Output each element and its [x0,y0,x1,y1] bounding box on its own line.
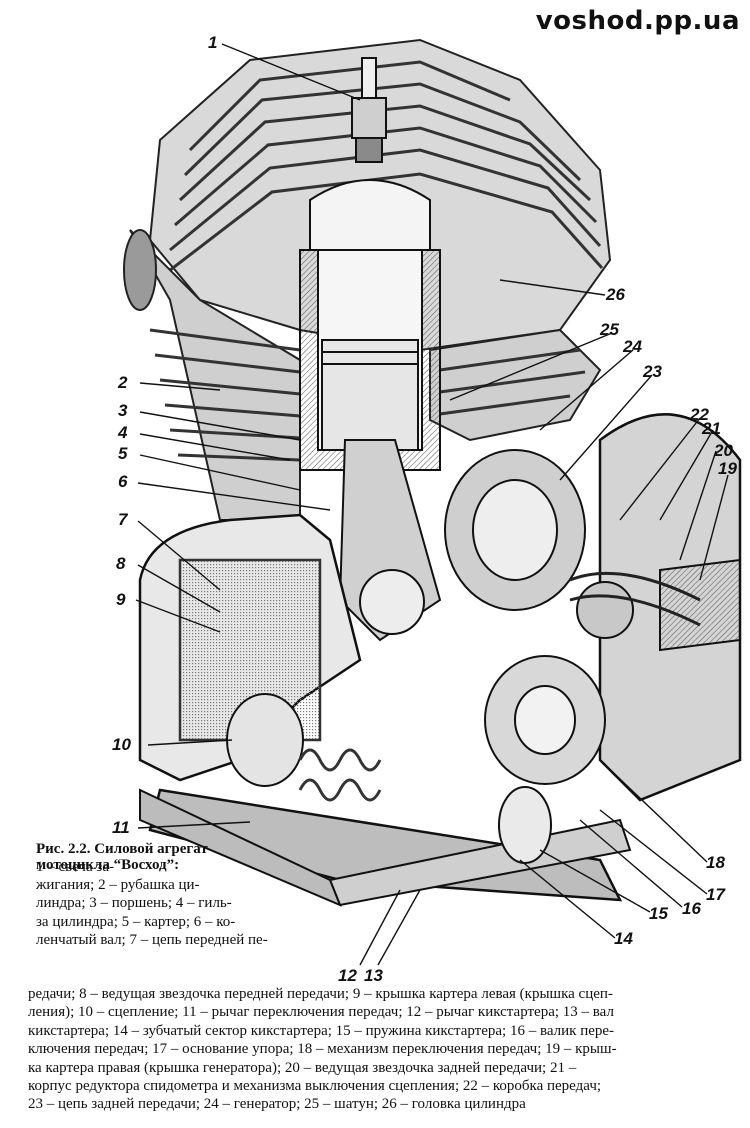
callout-4: 4 [117,423,128,442]
callout-2: 2 [117,373,128,392]
caption-line: ленчатый вал; 7 – цепь передней пе- [36,931,268,948]
rear-chain [569,571,701,627]
callout-3: 3 [118,401,128,420]
callout-9: 9 [116,590,126,609]
callout-12: 12 [338,966,357,985]
callout-15: 15 [649,904,668,923]
generator [444,449,586,611]
callout-5: 5 [118,444,128,463]
callout-7: 7 [118,510,129,529]
caption-line: жигания; 2 – рубашка ци- [36,877,200,894]
callout-21: 21 [701,419,721,438]
callout-20: 20 [713,441,733,460]
callout-8: 8 [116,554,126,573]
callout-1: 1 [208,33,217,52]
callout-6: 6 [118,472,128,491]
caption-line: 1 – свеча за- [36,859,114,875]
callout-25: 25 [599,320,619,339]
callout-10: 10 [112,735,131,754]
leader-lines [135,43,729,966]
site-watermark: voshod.pp.ua [535,6,740,36]
callout-11: 11 [112,818,130,837]
spark-plug [351,57,387,163]
callout-18: 18 [706,853,725,872]
kickstarter-shaft [139,786,632,907]
callout-24: 24 [622,337,642,356]
caption-line: ка картера правая (крышка генератора); 2… [28,1059,577,1076]
caption-line: ления); 10 – сцепление; 11 – рычаг перек… [28,1004,614,1021]
cylinder-jacket [123,229,602,521]
callout-26: 26 [605,285,625,304]
caption-line: кикстартера; 14 – зубчатый сектор кикста… [28,1022,615,1039]
caption-line: 23 – цепь задней передачи; 24 – генерато… [28,1096,526,1113]
callout-19: 19 [718,459,737,478]
caption-line: за цилиндра; 5 – картер; 6 – ко- [36,913,236,930]
caption-title: Рис. 2.2. Силовой агрегат мотоцикла “Вос… [36,841,208,873]
caption-body: редачи; 8 – ведущая звездочка передней п… [28,985,744,1114]
callout-14: 14 [614,929,633,948]
callout-17: 17 [706,885,726,904]
callout-23: 23 [642,362,662,381]
callout-numbers: 1 2 3 4 5 6 7 8 9 10 11 12 13 14 15 16 1… [112,33,737,985]
callout-22: 22 [689,405,709,424]
piston-section [299,179,441,471]
caption-line: линдра; 3 – поршень; 4 – гиль- [36,895,232,912]
callout-13: 13 [364,966,383,985]
callout-16: 16 [682,899,701,918]
caption-line: корпус редуктора спидометра и механизма … [28,1078,602,1095]
connecting-rod [338,439,442,642]
caption-left-column: 1 – свеча за- жигания; 2 – рубашка ци- л… [36,858,306,949]
caption-line: ключения передач; 17 – основание упора; … [28,1041,617,1058]
caption-line: редачи; 8 – ведущая звездочка передней п… [28,986,613,1002]
